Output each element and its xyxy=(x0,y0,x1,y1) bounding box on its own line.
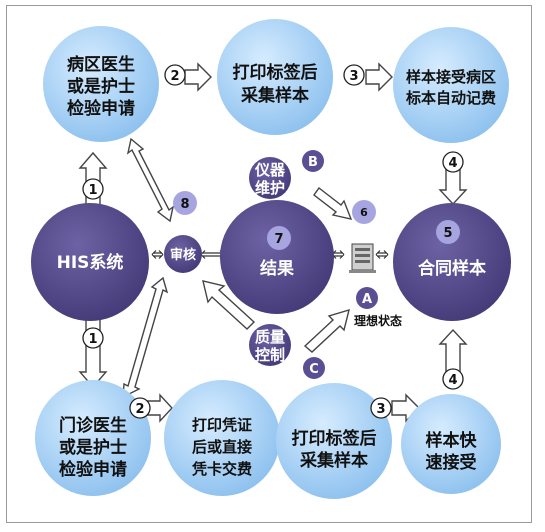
node-print-voucher xyxy=(164,380,280,496)
badge-ward-step2-text: 2 xyxy=(170,69,179,84)
badge-out-step3-text: 3 xyxy=(376,402,385,417)
badge-qualified-step4-top xyxy=(442,151,464,173)
node-his xyxy=(31,203,149,321)
node-outpatient xyxy=(35,380,151,496)
arrow-ward-review xyxy=(126,137,175,223)
badge-letter-a-text: A xyxy=(362,292,372,307)
badge-letter-c-text: C xyxy=(309,362,319,377)
arrow-outpatient-review xyxy=(122,276,169,399)
badge-qualified-5-text: 5 xyxy=(443,226,452,241)
ward-receive-line2: 标本自动记费 xyxy=(405,89,496,107)
badge-device-6 xyxy=(352,200,376,224)
print-label-top-line1: 打印标签后 xyxy=(233,62,318,83)
badge-letter-c xyxy=(303,357,325,379)
badge-ward-step2 xyxy=(164,64,186,86)
outpatient-line2: 或是护士 xyxy=(59,437,127,458)
link-result-device xyxy=(331,250,345,259)
node-quality xyxy=(249,324,291,366)
quality-line1: 质量 xyxy=(255,328,285,346)
arrow-ward-to-print xyxy=(184,62,212,92)
instrument-line2: 维护 xyxy=(255,179,285,197)
node-fast-receive xyxy=(401,394,501,494)
badge-qualified-step4-bottom-text: 4 xyxy=(448,373,457,388)
badge-result-7-text: 7 xyxy=(274,232,283,247)
result-label: 结果 xyxy=(260,258,294,279)
arrow-outpatient-to-voucher xyxy=(147,393,173,423)
print-voucher-line1: 打印凭证 xyxy=(192,416,252,434)
print-label-bottom-line2: 采集样本 xyxy=(299,450,368,471)
ward-doctor-line2: 或是护士 xyxy=(67,76,135,97)
node-ward-doctor xyxy=(43,26,159,142)
print-label-top-line2: 采集样本 xyxy=(240,85,309,106)
print-label-bottom-line1: 打印标签后 xyxy=(292,428,377,449)
ward-doctor-line3: 检验申请 xyxy=(67,98,135,119)
ward-receive-line1: 样本接受病区 xyxy=(406,68,496,86)
badge-letter-b xyxy=(302,150,324,172)
badge-ward-step1-text: 1 xyxy=(88,183,97,198)
outpatient-line1: 门诊医生 xyxy=(59,415,127,436)
ward-doctor-line1: 病区医生 xyxy=(67,54,135,75)
arrow-c-to-ideal xyxy=(303,308,350,353)
fast-receive-line1: 样本快 xyxy=(426,430,478,451)
badge-out-step2-text: 2 xyxy=(135,402,144,417)
arrow-quality-to-result xyxy=(202,280,256,330)
link-review-result xyxy=(200,250,225,259)
server-icon xyxy=(349,243,376,273)
badge-ward-step3 xyxy=(343,64,365,86)
badge-review-8 xyxy=(173,191,197,215)
badge-device-6-text: 6 xyxy=(360,206,368,219)
badge-out-step2 xyxy=(129,397,151,419)
badge-out-step1 xyxy=(82,327,104,349)
badge-out-step3 xyxy=(370,397,392,419)
node-print-label-bottom xyxy=(276,383,392,499)
badge-review-8-text: 8 xyxy=(180,197,189,212)
badge-result-7 xyxy=(267,226,291,250)
print-voucher-line2: 后或直接 xyxy=(192,438,252,456)
diagram-frame xyxy=(6,5,532,523)
badge-ward-step1 xyxy=(82,178,104,200)
ideal-state-label: 理想状态 xyxy=(354,313,402,328)
node-instrument xyxy=(249,157,291,199)
node-print-label-top xyxy=(217,19,333,135)
node-qualified xyxy=(393,203,511,321)
badge-ward-step3-text: 3 xyxy=(349,69,358,84)
his-label: HIS系统 xyxy=(57,252,124,273)
link-device-qualified xyxy=(375,250,389,259)
badge-letter-a xyxy=(356,287,378,309)
badge-out-step1-text: 1 xyxy=(88,332,97,347)
node-result xyxy=(220,200,334,314)
arrow-print-to-receive xyxy=(365,62,393,92)
link-his-review xyxy=(151,250,164,259)
badge-qualified-step4-top-text: 4 xyxy=(448,156,457,171)
badge-letter-b-text: B xyxy=(308,155,318,170)
arrow-b-to-device xyxy=(313,187,353,220)
quality-line2: 控制 xyxy=(255,346,285,364)
node-ward-receive xyxy=(393,27,509,143)
fast-receive-line2: 速接受 xyxy=(426,452,477,473)
qualified-label: 合同样本 xyxy=(418,258,486,279)
node-review xyxy=(164,235,202,273)
print-voucher-line3: 凭卡交费 xyxy=(191,460,252,478)
badge-qualified-5 xyxy=(436,220,460,244)
badge-qualified-step4-bottom xyxy=(442,368,464,390)
outpatient-line3: 检验申请 xyxy=(59,459,127,480)
review-label: 审核 xyxy=(170,247,196,263)
instrument-line1: 仪器 xyxy=(254,161,286,179)
